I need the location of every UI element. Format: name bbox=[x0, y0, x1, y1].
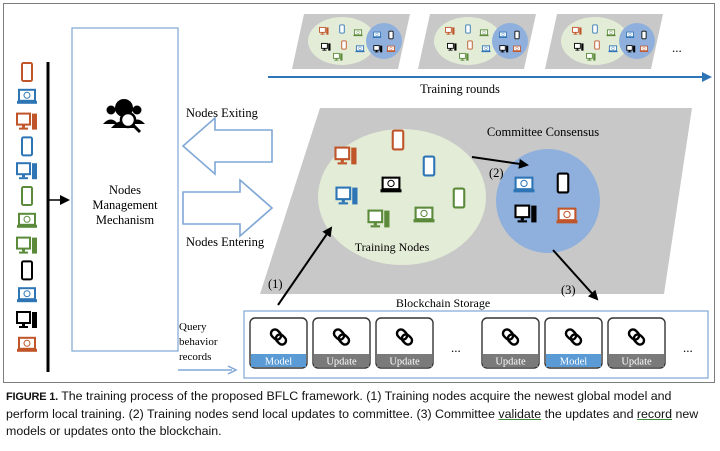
mini-device-icon bbox=[498, 31, 508, 39]
training-nodes-ellipse bbox=[318, 129, 486, 265]
training-round-3 bbox=[545, 14, 663, 69]
training-round-2 bbox=[418, 14, 536, 69]
mini-device-icon bbox=[512, 45, 522, 53]
mini-device-icon bbox=[639, 45, 649, 53]
laptop-icon bbox=[555, 207, 579, 225]
phone-icon bbox=[21, 260, 33, 281]
caption-text-2: the updates and bbox=[541, 407, 637, 421]
block-label: Model bbox=[560, 357, 587, 368]
caption-figure-label: FIGURE 1. bbox=[6, 391, 58, 403]
nodes-management-label-3: Mechanism bbox=[96, 213, 155, 227]
phone-icon bbox=[556, 172, 570, 194]
laptop-icon bbox=[412, 206, 436, 224]
query-label-3: records bbox=[179, 351, 211, 363]
committee-circle bbox=[496, 149, 600, 253]
figure-frame bbox=[3, 3, 715, 383]
model-block: Model bbox=[249, 317, 308, 369]
phone-icon bbox=[21, 186, 33, 206]
blockchain-storage-label: Blockchain Storage bbox=[396, 296, 490, 310]
blocks-ellipsis: ... bbox=[683, 340, 693, 355]
caption-text-1: The training process of the proposed BFL… bbox=[6, 389, 672, 421]
phone-icon bbox=[21, 62, 33, 82]
step2-label: (2) bbox=[489, 166, 504, 180]
figure-caption: FIGURE 1. The training process of the pr… bbox=[6, 388, 714, 440]
desktop-icon bbox=[16, 311, 38, 329]
query-label-1: Query bbox=[179, 321, 207, 333]
nodes-management-box: Nodes Management Mechanism bbox=[71, 27, 179, 352]
desktop-icon bbox=[16, 112, 38, 131]
mini-device-icon bbox=[481, 45, 491, 53]
update-block: Update bbox=[375, 317, 434, 369]
query-arrow-head bbox=[227, 365, 238, 375]
mini-device-icon bbox=[479, 29, 489, 37]
desktop-icon bbox=[16, 236, 38, 255]
caption-text-validate: validate bbox=[498, 407, 542, 421]
block-label: Update bbox=[326, 357, 357, 368]
block-label: Update bbox=[495, 357, 526, 368]
laptop-icon bbox=[16, 88, 38, 105]
step1-arrow bbox=[277, 226, 333, 306]
mini-device-icon bbox=[372, 31, 382, 39]
bflc-diagram: Nodes Management Mechanism Nodes Exiting… bbox=[16, 14, 712, 379]
laptop-icon bbox=[379, 176, 403, 194]
mini-device-icon bbox=[608, 45, 618, 53]
training-rounds bbox=[292, 14, 663, 69]
phone-icon bbox=[422, 155, 436, 177]
nodes-management-label-2: Management bbox=[92, 198, 158, 212]
laptop-icon bbox=[16, 336, 38, 353]
laptop-icon bbox=[16, 212, 38, 229]
block-label: Update bbox=[389, 357, 420, 368]
nodes-exiting-arrow bbox=[181, 116, 273, 176]
mini-device-icon bbox=[388, 30, 394, 40]
update-block: Update bbox=[607, 317, 666, 369]
committee-consensus-label: Committee Consensus bbox=[487, 125, 599, 139]
update-block: Update bbox=[312, 317, 371, 369]
query-label-2: behavior bbox=[179, 336, 218, 348]
step3-label: (3) bbox=[561, 283, 576, 297]
block-label: Update bbox=[621, 357, 652, 368]
blockchain-storage: Blockchain Storage Model Update Update... U… bbox=[243, 296, 709, 379]
caption-text-record: record bbox=[636, 407, 673, 421]
mini-device-icon bbox=[467, 40, 473, 50]
mini-device-icon bbox=[339, 24, 345, 34]
step2-arrow bbox=[471, 156, 529, 169]
mini-device-icon bbox=[386, 45, 396, 53]
users-search-icon bbox=[103, 99, 145, 134]
phone-icon bbox=[21, 136, 33, 157]
nodes-entering-label: Nodes Entering bbox=[186, 235, 265, 249]
blocks-ellipsis: ... bbox=[451, 340, 461, 355]
mini-device-icon bbox=[592, 24, 598, 34]
left-device-column bbox=[16, 62, 70, 372]
mini-device-icon bbox=[606, 29, 616, 37]
mini-device-icon bbox=[625, 31, 635, 39]
caption-text-3: new models or updates onto the blockchai… bbox=[6, 407, 699, 438]
mini-device-icon bbox=[514, 30, 520, 40]
laptop-icon bbox=[16, 287, 38, 304]
mini-device-icon bbox=[341, 40, 347, 50]
mini-device-icon bbox=[465, 24, 471, 34]
laptop-icon bbox=[512, 176, 536, 194]
mini-device-icon bbox=[355, 45, 365, 53]
training-nodes-label: Training Nodes bbox=[355, 240, 430, 254]
training-round-1 bbox=[292, 14, 410, 69]
mini-device-icon bbox=[594, 40, 600, 50]
desktop-icon bbox=[16, 162, 38, 181]
rounds-ellipsis: ... bbox=[672, 40, 682, 55]
model-block: Model bbox=[544, 317, 603, 369]
nodes-exiting-label: Nodes Exiting bbox=[186, 106, 259, 120]
phone-icon bbox=[452, 187, 466, 209]
mini-device-icon bbox=[353, 29, 363, 37]
nodes-entering-arrow bbox=[182, 178, 274, 238]
step3-arrow bbox=[552, 249, 599, 301]
nodes-management-label-1: Nodes bbox=[109, 183, 141, 197]
step1-label: (1) bbox=[268, 277, 283, 291]
block-label: Model bbox=[265, 357, 292, 368]
update-block: Update bbox=[481, 317, 540, 369]
training-rounds-label: Training rounds bbox=[420, 82, 500, 96]
phone-icon bbox=[391, 129, 405, 151]
mini-device-icon bbox=[641, 30, 647, 40]
